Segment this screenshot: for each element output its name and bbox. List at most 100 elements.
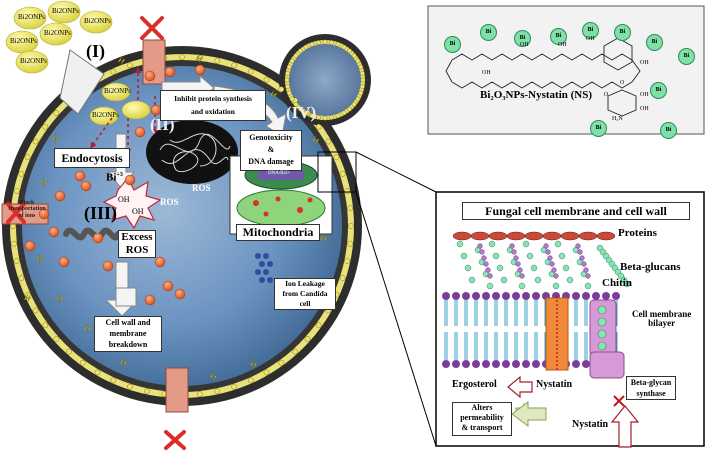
np-label: Bi2ONPs: [20, 57, 47, 65]
lipid-head: [24, 154, 31, 161]
step-1-label: (I): [86, 41, 105, 61]
atom-label: OH: [640, 106, 649, 112]
bi-ion: [134, 126, 146, 138]
lipid-head: [351, 53, 357, 59]
glucan-bead: [530, 264, 538, 272]
lipid-head: [341, 44, 347, 50]
lightning-mark: [311, 135, 320, 146]
bi-ion: [54, 190, 66, 202]
lipid-head: [347, 240, 353, 247]
lipid-head-bottom: [532, 360, 540, 368]
bi-ion: [24, 240, 36, 252]
dna-tangle: [159, 133, 231, 172]
lipid-head: [322, 39, 328, 45]
lightning-mark: [117, 55, 126, 66]
bi-ion: [124, 174, 136, 186]
atom-label: H₂N: [612, 116, 623, 122]
atom-label: OH: [586, 36, 595, 42]
lipid-head: [231, 62, 238, 69]
lipid-head-top: [472, 292, 480, 300]
bi-ion: [48, 226, 60, 238]
lipid-head: [285, 84, 291, 90]
lipid-head: [13, 188, 20, 194]
bi-node: Bi: [514, 30, 531, 47]
ros-line: ROS: [125, 244, 149, 256]
chitin-bead: [517, 267, 523, 273]
lipid-head: [303, 110, 309, 116]
bi-node: Bi: [678, 48, 695, 65]
lipid-head: [32, 138, 39, 145]
bi-ion-label: Bi+3: [106, 172, 123, 184]
glucan-bead: [554, 240, 562, 248]
np-label: Bi2ONPs: [44, 29, 71, 37]
np-label: Bi2ONPs: [84, 17, 111, 25]
bi-ion: [102, 260, 114, 272]
oh-label-1: OH: [118, 195, 130, 204]
lightning-mark: [269, 89, 278, 100]
mitochondria-lower: [236, 189, 326, 227]
np-label: Bi2ONPs: [18, 13, 45, 21]
protein: [542, 231, 562, 241]
nanoparticle: [5, 30, 39, 54]
lipid-head: [360, 77, 366, 83]
synthase-label: Beta-glycan synthase: [626, 376, 676, 400]
atom-label: OH: [520, 42, 529, 48]
lipid-head: [286, 64, 292, 70]
lipid-head: [53, 110, 60, 116]
lipid-head: [66, 348, 72, 355]
lipid-head: [351, 101, 357, 107]
lipid-head-top: [442, 292, 450, 300]
nanoparticle: [39, 22, 73, 46]
chitin-bead: [553, 273, 559, 279]
lipid-head: [329, 40, 335, 46]
cell-wall-line-1: Cell wall and: [105, 318, 151, 327]
lipid-head: [18, 275, 25, 282]
nanoparticle: [47, 0, 81, 24]
glucan-bead: [552, 282, 560, 290]
lipid-head-bottom: [512, 360, 520, 368]
lightning-mark: [209, 371, 218, 382]
bi-node: Bi: [582, 22, 599, 39]
glucan-bead: [623, 280, 631, 288]
np-label: Bi2ONPs: [104, 87, 131, 95]
chitin-bead: [487, 273, 493, 279]
bi-node: Bi: [660, 122, 677, 139]
glucan-bead: [562, 264, 570, 272]
lipid-head-top: [452, 292, 460, 300]
nanoparticle: [15, 50, 49, 74]
glucan-bead: [566, 276, 574, 284]
ion-leakage-box: Ion Leakage from Candida cell: [274, 278, 336, 310]
lipid-head: [315, 114, 321, 120]
block-line-2: transportation: [8, 206, 46, 213]
lipid-head: [278, 359, 285, 366]
lipid-head-bottom: [492, 360, 500, 368]
lightning-mark: [249, 359, 258, 370]
synthase-line-1: Beta-glycan: [630, 378, 672, 387]
excess-line: Excess: [121, 231, 153, 243]
bi-ion: [58, 256, 70, 268]
lightning-marks: [23, 53, 328, 382]
step-4-label: (IV): [286, 103, 317, 122]
lipid-head: [247, 377, 254, 384]
lipid-head: [344, 258, 351, 264]
lipid-head: [126, 62, 133, 69]
budding-cell: [289, 44, 361, 116]
nanoparticle: [13, 6, 47, 30]
nystatin-inner-label: Nystatin: [536, 379, 573, 390]
lipid-head: [309, 113, 315, 119]
lightning-mark: [55, 293, 64, 304]
genotoxicity-box: Genotoxicity & DNA damage: [240, 130, 302, 171]
lipid-head-top: [532, 292, 540, 300]
lipid-head: [355, 58, 361, 64]
chitin-bead: [513, 255, 519, 261]
glucan-bead: [522, 240, 530, 248]
chitin-bead: [585, 273, 591, 279]
lipid-head: [347, 205, 353, 212]
endocytosis-tube: [59, 49, 105, 115]
glucan-bead: [456, 240, 464, 248]
chitin-bead: [575, 243, 581, 249]
atom-label: O: [604, 92, 609, 98]
ion-line-3: cell: [299, 299, 311, 308]
inner-nanoparticles: [89, 82, 151, 126]
